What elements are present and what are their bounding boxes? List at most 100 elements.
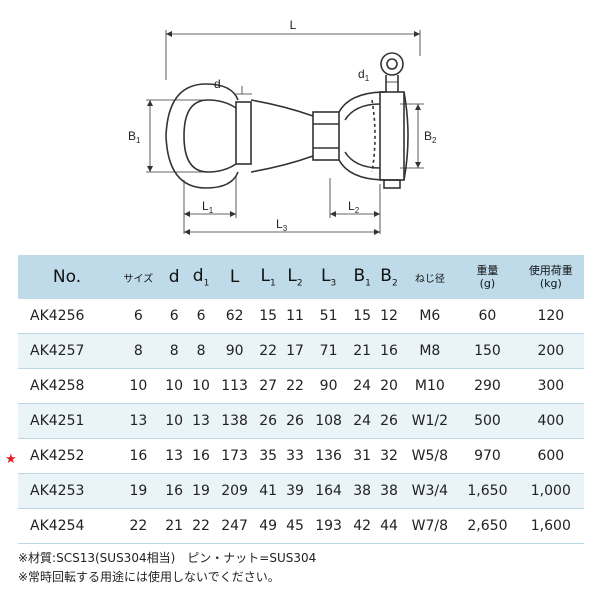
eye-outer	[165, 83, 239, 189]
cell-load: 120	[517, 299, 584, 334]
cell-code: AK4252	[18, 438, 116, 474]
cell-B1: 42	[348, 508, 376, 544]
label-d1: d1	[358, 67, 370, 83]
shackle-body	[379, 91, 405, 181]
cell-d1: 22	[187, 508, 215, 544]
cell-size: 13	[116, 403, 161, 439]
label-d: d	[214, 77, 221, 91]
cell-L2: 45	[281, 508, 309, 544]
pin-eye	[380, 52, 404, 76]
cell-load: 400	[517, 403, 584, 439]
cell-B1: 15	[348, 299, 376, 334]
cell-L1: 27	[254, 368, 282, 404]
cell-weight: 500	[457, 403, 518, 439]
cell-thread: W3/4	[402, 473, 458, 509]
cell-L: 247	[214, 508, 255, 544]
cell-B1: 21	[348, 333, 376, 369]
star-icon: ★	[5, 452, 17, 467]
cell-load: 600	[517, 438, 584, 474]
header-B2: B2	[375, 255, 403, 299]
label-B2: B2	[424, 129, 437, 145]
label-L2: L2	[348, 199, 360, 215]
cell-thread: W7/8	[402, 508, 458, 544]
cell-load: 200	[517, 333, 584, 369]
cell-d: 6	[160, 299, 188, 334]
cell-load: 1,600	[517, 508, 584, 544]
cell-code: AK4251	[18, 403, 116, 439]
cell-L1: 15	[254, 299, 282, 334]
cell-L3: 90	[308, 368, 349, 404]
cell-thread: M10	[402, 368, 458, 404]
cell-weight: 970	[457, 438, 518, 474]
cell-weight: 150	[457, 333, 518, 369]
cell-d1: 16	[187, 438, 215, 474]
header-d: d	[160, 255, 188, 299]
cell-B1: 38	[348, 473, 376, 509]
hex-nut	[312, 111, 340, 161]
cell-B2: 12	[375, 299, 403, 334]
cell-L2: 33	[281, 438, 309, 474]
cell-code: AK4254	[18, 508, 116, 544]
cell-B2: 26	[375, 403, 403, 439]
header-no: No.	[18, 255, 116, 299]
cell-thread: W5/8	[402, 438, 458, 474]
cell-B1: 24	[348, 403, 376, 439]
cell-L1: 22	[254, 333, 282, 369]
cell-B2: 16	[375, 333, 403, 369]
cell-code: AK4253	[18, 473, 116, 509]
cell-L2: 22	[281, 368, 309, 404]
cell-d: 13	[160, 438, 188, 474]
cell-L2: 39	[281, 473, 309, 509]
cell-d: 16	[160, 473, 188, 509]
cell-B1: 31	[348, 438, 376, 474]
table-header-row: No. サイズ d d1 L L1 L2 L3 B1 B2 ねじ径 重量(g) …	[18, 255, 584, 299]
header-weight: 重量(g)	[457, 255, 518, 299]
label-L: L	[290, 18, 297, 32]
cell-L1: 41	[254, 473, 282, 509]
cell-L2: 11	[281, 299, 309, 334]
header-thread: ねじ径	[402, 255, 458, 299]
cell-thread: M8	[402, 333, 458, 369]
notes: ※材質:SCS13(SUS304相当) ピン・ナット=SUS304 ※常時回転す…	[18, 549, 316, 587]
cell-L3: 193	[308, 508, 349, 544]
cell-size: 16	[116, 438, 161, 474]
cell-B2: 20	[375, 368, 403, 404]
cell-code: AK4258	[18, 368, 116, 404]
swivel-shackle-drawing: L d d1 B1 B2 L1 L2 L3	[128, 18, 437, 235]
eye-pin-section	[235, 101, 252, 165]
cell-size: 22	[116, 508, 161, 544]
note-rotation: ※常時回転する用途には使用しないでください。	[18, 570, 280, 584]
cell-weight: 290	[457, 368, 518, 404]
cell-thread: W1/2	[402, 403, 458, 439]
header-L: L	[214, 255, 255, 299]
cell-L: 90	[214, 333, 255, 369]
cell-L1: 49	[254, 508, 282, 544]
cell-d1: 6	[187, 299, 215, 334]
cell-d: 21	[160, 508, 188, 544]
header-L2: L2	[281, 255, 309, 299]
cell-B2: 38	[375, 473, 403, 509]
cell-d1: 13	[187, 403, 215, 439]
cell-L: 173	[214, 438, 255, 474]
cell-code: AK4257	[18, 333, 116, 369]
cell-L3: 71	[308, 333, 349, 369]
cell-load: 300	[517, 368, 584, 404]
header-L3: L3	[308, 255, 349, 299]
cell-L1: 26	[254, 403, 282, 439]
cell-d: 10	[160, 368, 188, 404]
cell-L3: 136	[308, 438, 349, 474]
cell-size: 6	[116, 299, 161, 334]
label-B1: B1	[128, 129, 141, 145]
cell-size: 10	[116, 368, 161, 404]
cell-d: 8	[160, 333, 188, 369]
label-L3: L3	[276, 217, 288, 233]
cell-d1: 8	[187, 333, 215, 369]
header-B1: B1	[348, 255, 376, 299]
cell-d1: 10	[187, 368, 215, 404]
